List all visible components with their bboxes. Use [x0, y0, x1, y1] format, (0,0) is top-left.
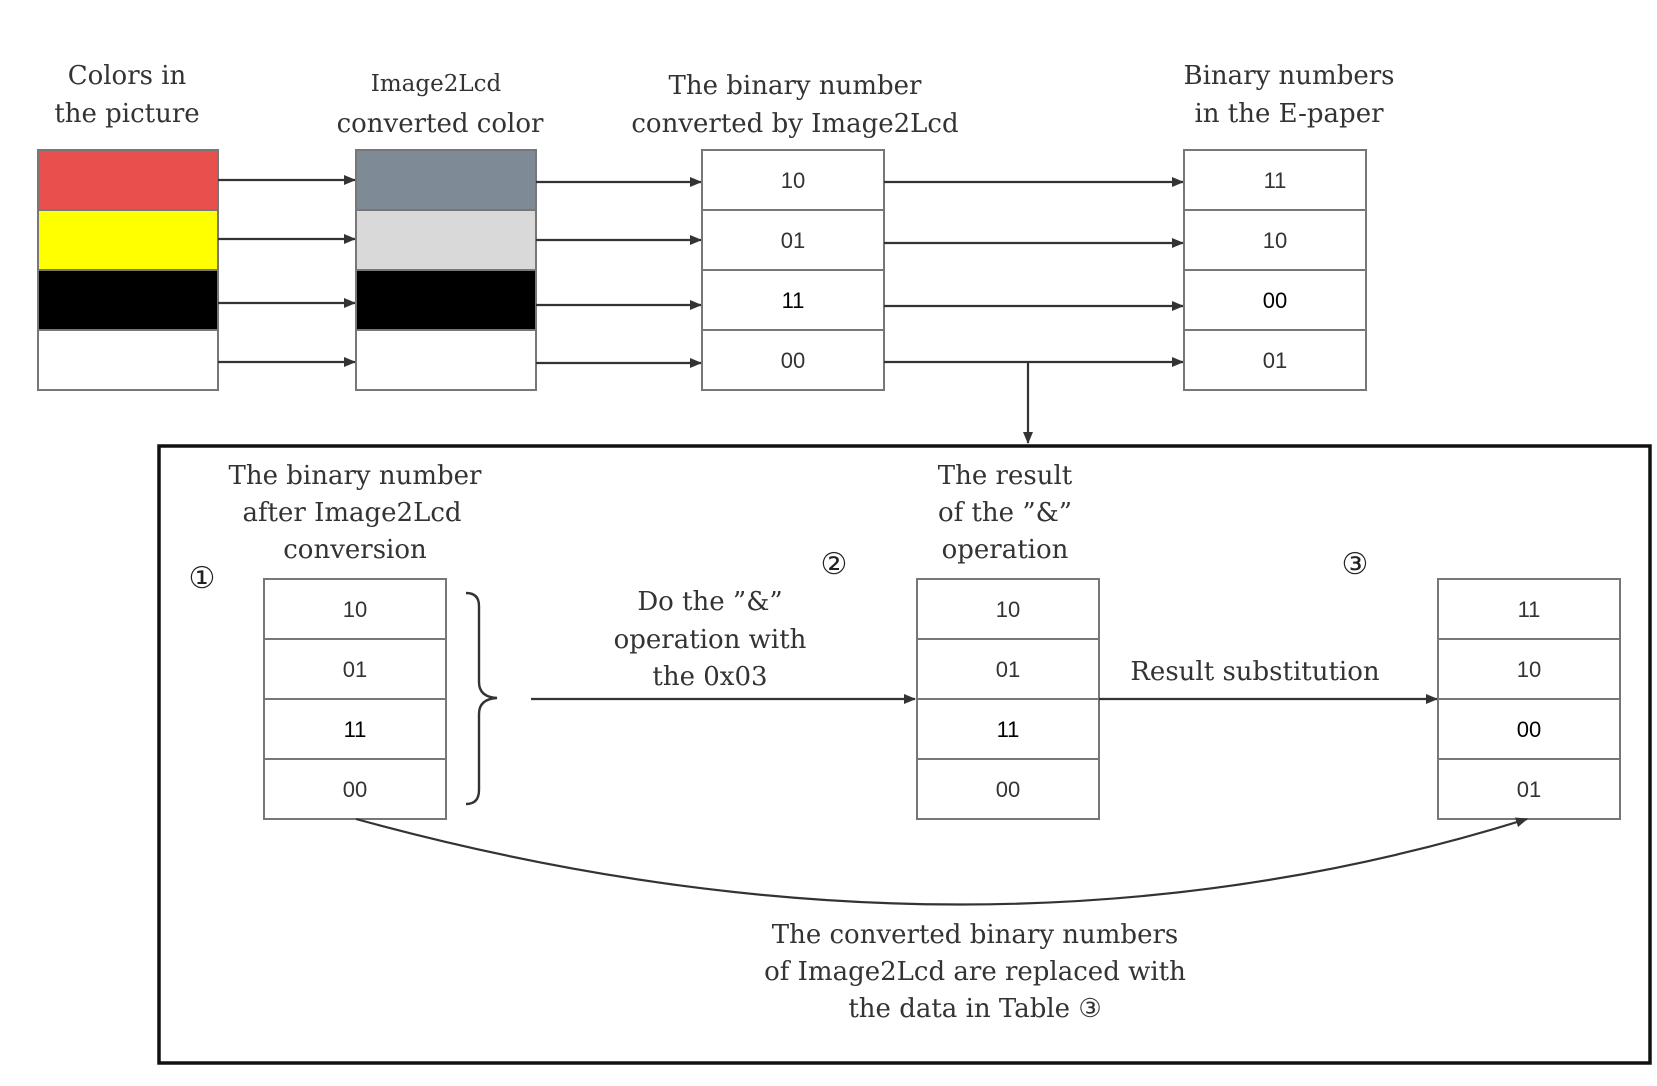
curly-brace-icon	[465, 591, 498, 806]
step-1-title-line2: after Image2Lcd	[242, 498, 461, 528]
header-converted-color-line1: Image2Lcd	[371, 71, 502, 97]
detail-frame	[157, 444, 1652, 1065]
step-2-title-line1: The result	[938, 461, 1073, 491]
header-picture-colors-line2: the picture	[54, 99, 199, 129]
binary-value: 11	[782, 288, 805, 313]
table-cell	[701, 269, 885, 331]
binary-value: 01	[1517, 777, 1541, 802]
step-1-marker: ①	[189, 561, 216, 596]
converted-color-swatch	[355, 209, 537, 271]
table-cell	[701, 149, 885, 211]
converted-color-swatch	[355, 329, 537, 391]
converted-color-swatch	[355, 269, 537, 331]
picture-color-swatch	[37, 209, 219, 271]
binary-value: 10	[1263, 228, 1287, 253]
header-converted-color-line2: converted color	[337, 109, 544, 139]
binary-value: 01	[781, 228, 805, 253]
header-epaper-binary-line1: Binary numbers	[1184, 61, 1395, 91]
step-2-title-line2: of the ”&”	[938, 498, 1072, 528]
operation-label-line1: Do the ”&”	[637, 587, 782, 617]
table-cell	[701, 329, 885, 391]
binary-value: 11	[1518, 597, 1541, 622]
picture-colors-column	[37, 149, 219, 391]
table-cell	[263, 758, 447, 820]
picture-color-swatch	[37, 269, 219, 331]
binary-value: 00	[996, 777, 1020, 802]
binary-value: 01	[996, 657, 1020, 682]
step-2-table: 10 01 11 00	[916, 578, 1100, 820]
caption-line1: The converted binary numbers	[772, 920, 1178, 950]
header-picture-colors-line1: Colors in	[68, 61, 187, 91]
substitution-label: Result substitution	[1130, 657, 1380, 687]
binary-value: 01	[343, 657, 367, 682]
converted-colors-column	[355, 149, 537, 391]
step-3-table: 11 10 00 01	[1437, 578, 1621, 820]
table-cell	[916, 698, 1100, 760]
binary-value: 00	[343, 777, 367, 802]
picture-color-swatch	[37, 149, 219, 211]
converted-binary-table: 10 01 11 00	[701, 149, 885, 391]
table-cell	[1437, 698, 1621, 760]
table-cell	[1437, 578, 1621, 640]
binary-value: 10	[996, 597, 1020, 622]
table-cell	[1183, 269, 1367, 331]
table-cell	[1437, 638, 1621, 700]
step-2-title-line3: operation	[942, 535, 1069, 565]
table-cell	[916, 638, 1100, 700]
binary-value: 11	[1264, 168, 1287, 193]
binary-value: 00	[1517, 717, 1541, 742]
picture-color-swatch	[37, 329, 219, 391]
binary-value: 00	[1263, 288, 1287, 313]
table-cell	[263, 698, 447, 760]
binary-value: 11	[344, 717, 367, 742]
binary-value: 10	[1517, 657, 1541, 682]
table-cell	[263, 578, 447, 640]
converted-color-swatch	[355, 149, 537, 211]
binary-value: 00	[781, 348, 805, 373]
step-1-title-line3: conversion	[283, 535, 427, 565]
header-epaper-binary-line2: in the E-paper	[1194, 99, 1384, 129]
header-converted-binary-line2: converted by Image2Lcd	[631, 109, 958, 139]
binary-value: 11	[997, 717, 1020, 742]
table-cell	[1183, 329, 1367, 391]
binary-value: 10	[781, 168, 805, 193]
header-converted-binary-line1: The binary number	[669, 71, 923, 101]
binary-value: 10	[343, 597, 367, 622]
step-3-marker: ③	[1342, 547, 1369, 582]
step-2-marker: ②	[821, 547, 848, 582]
epaper-binary-table: 11 10 00 01	[1183, 149, 1367, 391]
table-cell	[916, 758, 1100, 820]
caption-line2: of Image2Lcd are replaced with	[764, 957, 1186, 987]
binary-value: 01	[1263, 348, 1287, 373]
step-1-title-line1: The binary number	[229, 461, 483, 491]
caption-line3: the data in Table ③	[848, 994, 1101, 1024]
operation-label-line2: operation with	[614, 625, 807, 655]
table-cell	[916, 578, 1100, 640]
step-1-table: 10 01 11 00	[263, 578, 447, 820]
table-cell	[1437, 758, 1621, 820]
operation-label-line3: the 0x03	[652, 662, 767, 692]
arrow-replacement-curve	[355, 817, 1528, 906]
